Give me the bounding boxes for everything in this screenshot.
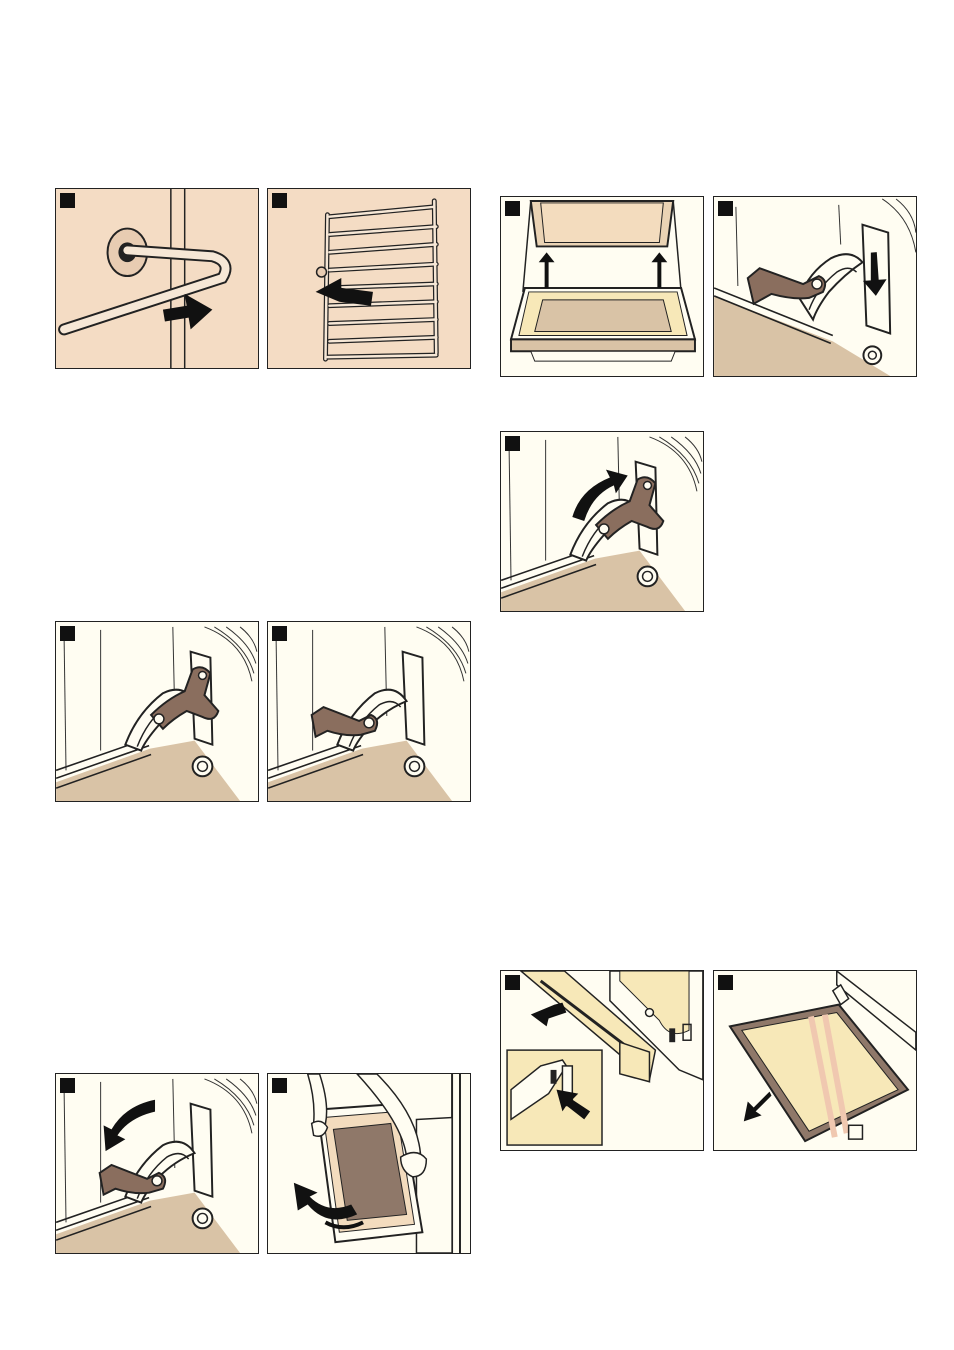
- arrow-down-icon: [714, 197, 916, 376]
- panel-door-lift-out: [267, 1073, 471, 1254]
- arrow-up-icon: [501, 197, 703, 376]
- panel-hinge-lever-up: [55, 621, 259, 802]
- step-badge: [60, 1078, 75, 1093]
- arrow-curved-icon: [268, 1074, 470, 1253]
- panel-door-lift-glass: [500, 196, 704, 377]
- panel-hinge-lever-rotate-down: [55, 1073, 259, 1254]
- step-badge: [718, 201, 733, 216]
- arrow-left-icon: [268, 189, 470, 368]
- panel-hinge-lever-down: [267, 621, 471, 802]
- step-badge: [272, 1078, 287, 1093]
- step-badge: [60, 193, 75, 208]
- panel-rack-remove-left: [267, 188, 471, 369]
- step-badge: [505, 975, 520, 990]
- step-badge: [718, 975, 733, 990]
- arrow-right-icon: [56, 189, 258, 368]
- step-badge: [505, 201, 520, 216]
- door-strip-inset-icon: [501, 971, 703, 1150]
- step-badge: [272, 193, 287, 208]
- door-hinge-icon: [268, 622, 470, 801]
- panel-hinge-lever-rotate-up: [500, 431, 704, 612]
- panel-door-strip-pull-out: [500, 970, 704, 1151]
- arrow-down-left-icon: [714, 971, 916, 1150]
- step-badge: [505, 436, 520, 451]
- panel-glass-pane-slide-out: [713, 970, 917, 1151]
- step-badge: [272, 626, 287, 641]
- door-hinge-icon: [56, 622, 258, 801]
- panel-hinge-press-down: [713, 196, 917, 377]
- arrow-curved-down-icon: [56, 1074, 258, 1253]
- step-badge: [60, 626, 75, 641]
- arrow-curved-up-icon: [501, 432, 703, 611]
- panel-rack-hook-slide-right: [55, 188, 259, 369]
